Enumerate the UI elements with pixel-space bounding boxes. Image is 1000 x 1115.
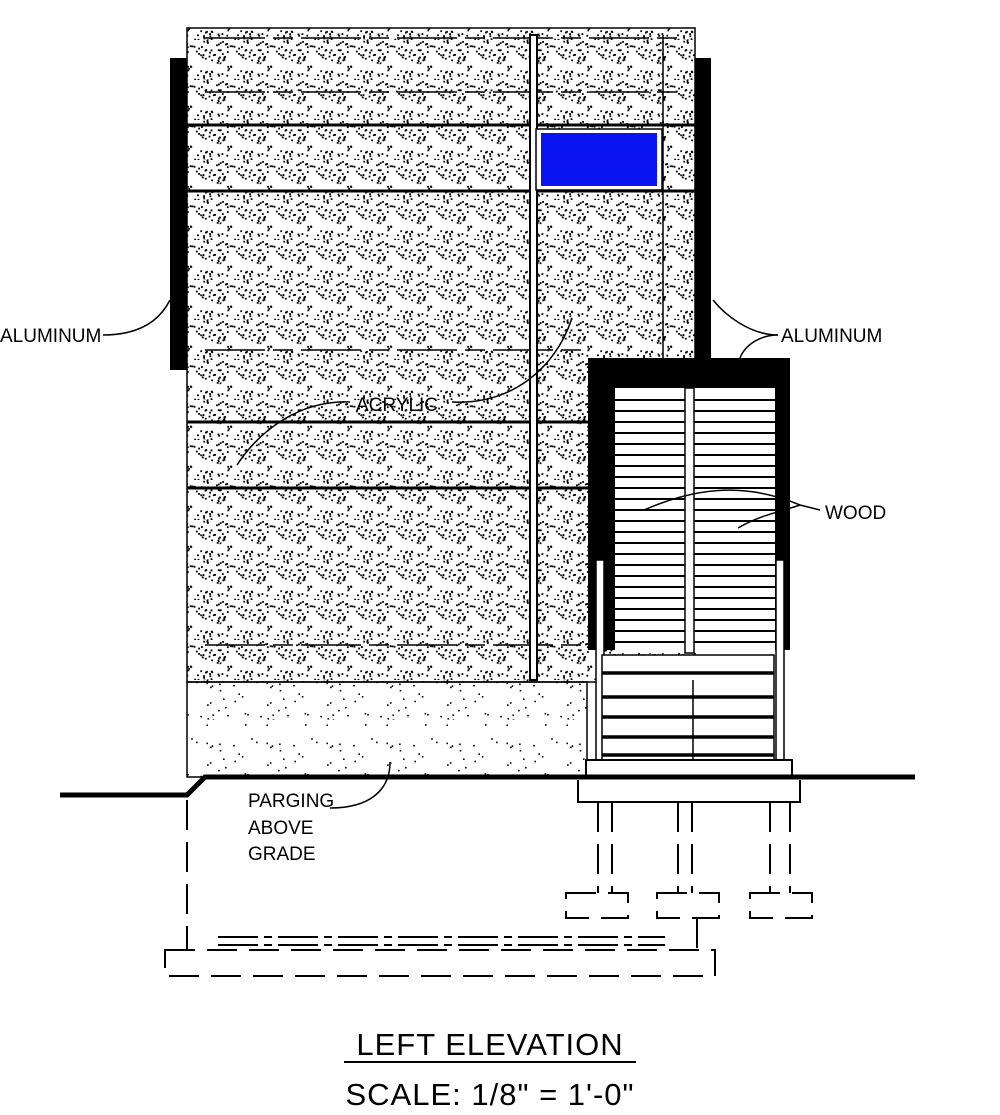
label-parging-1: PARGING: [248, 791, 334, 812]
hidden-lines: [205, 37, 680, 646]
drawing-scale: SCALE: 1/8" = 1'-0": [345, 1077, 634, 1112]
panel-joints: [187, 123, 695, 490]
label-acrylic: ACRYLIC: [356, 395, 438, 416]
main-wall: [186, 27, 696, 778]
foundations: [164, 780, 813, 977]
window-glass: [541, 133, 657, 186]
label-wood: WOOD: [825, 503, 886, 524]
label-parging-2: ABOVE: [248, 818, 313, 839]
parging-band: [186, 681, 588, 778]
aluminum-bar-left: [170, 58, 187, 370]
grade-line: [60, 774, 915, 798]
aluminum-bar-right: [695, 58, 711, 360]
leader-lines: [102, 299, 821, 809]
label-aluminum-left: ALUMINUM: [0, 326, 101, 347]
label-parging-3: GRADE: [248, 844, 316, 865]
drawing-title: LEFT ELEVATION: [356, 1027, 623, 1062]
label-aluminum-right: ALUMINUM: [781, 326, 882, 347]
wood-porch: [585, 358, 793, 778]
vertical-mullion: [529, 34, 538, 681]
